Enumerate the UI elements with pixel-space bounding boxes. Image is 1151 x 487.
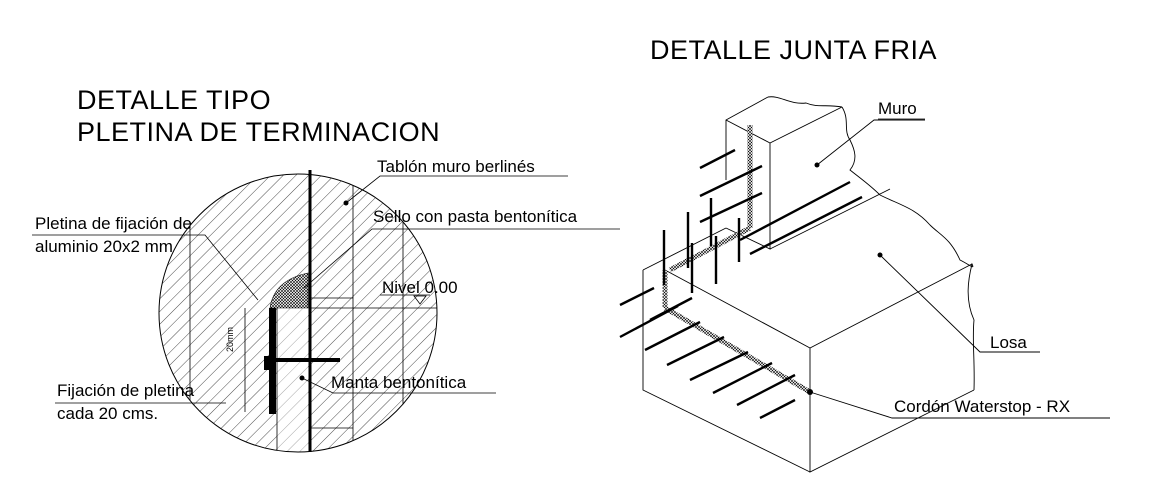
label-fijacion-2: cada 20 cms.: [57, 404, 159, 423]
left-title-line2: PLETINA DE TERMINACION: [77, 117, 441, 147]
label-sello: Sello con pasta bentonítica: [373, 207, 578, 226]
label-nivel: Nivel 0.00: [382, 278, 458, 297]
right-title: DETALLE JUNTA FRIA: [650, 35, 938, 65]
label-tablon: Tablón muro berlinés: [377, 157, 535, 176]
label-pletina-2: aluminio 20x2 mm: [35, 237, 173, 256]
label-fijacion-1: Fijación de pletina: [57, 381, 195, 400]
left-title-line1: DETALLE TIPO: [77, 85, 272, 115]
label-muro: Muro: [878, 99, 917, 118]
junta-fria-isometric: [619, 96, 1110, 473]
label-pletina-1: Pletina de fijación de: [35, 214, 192, 233]
pletina-section-detail: [32, 170, 620, 453]
label-losa: Losa: [990, 333, 1027, 352]
label-cordon: Cordón Waterstop - RX: [894, 397, 1071, 416]
label-manta: Manta bentonítica: [331, 373, 467, 392]
label-dimension: 20mm: [225, 326, 235, 352]
